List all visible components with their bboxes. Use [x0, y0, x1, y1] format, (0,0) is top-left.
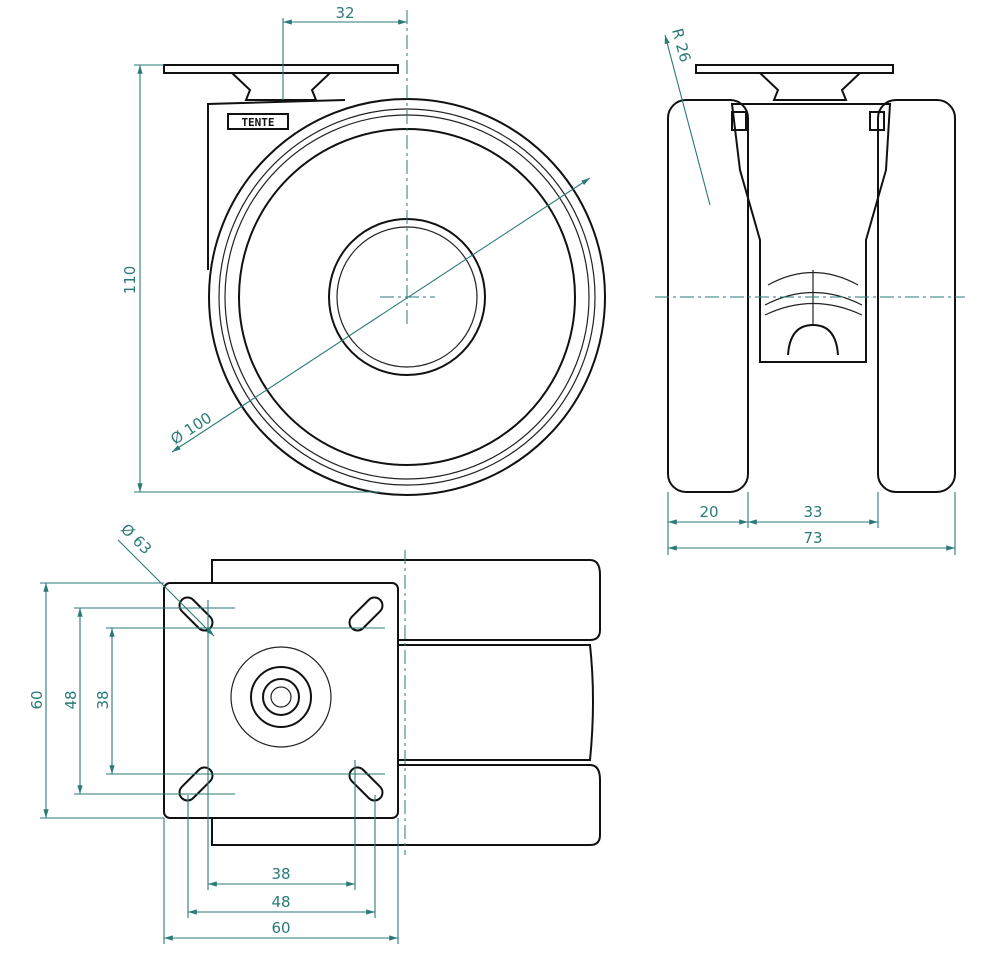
dim-32: 32 — [335, 4, 354, 22]
dim-48-vertical: 48 — [62, 690, 80, 709]
swivel-bore — [270, 686, 292, 708]
logo-badge — [227, 113, 289, 130]
fork-body — [398, 644, 594, 761]
front-view: TENTE 32 110 Ø 100 — [121, 4, 606, 496]
fork-bolt — [731, 111, 747, 131]
top-plate — [695, 64, 894, 74]
dim-60-vertical: 60 — [28, 690, 46, 709]
top-plate — [163, 64, 399, 74]
dim-48-horizontal: 48 — [271, 893, 290, 911]
dim-38-vertical: 38 — [94, 690, 112, 709]
dim-33: 33 — [803, 503, 822, 521]
left-wheel — [667, 99, 749, 493]
swivel-hub — [250, 666, 312, 728]
top-view: 60 48 38 38 48 60 Ø 63 — [28, 520, 601, 944]
dim-line — [664, 34, 711, 206]
swivel-bolt — [262, 678, 300, 716]
dim-20: 20 — [699, 503, 718, 521]
swivel-ring — [230, 646, 332, 748]
dim-line — [117, 539, 215, 637]
swivel-neck — [759, 72, 861, 101]
right-wheel — [877, 99, 956, 493]
dim-110: 110 — [121, 266, 139, 295]
slot-hole — [178, 766, 214, 802]
wheel-top — [211, 559, 601, 641]
dim-73: 73 — [803, 529, 822, 547]
dim-diameter-63: Ø 63 — [117, 520, 155, 558]
slot-hole — [348, 766, 384, 802]
dim-38-horizontal: 38 — [271, 865, 290, 883]
mounting-plate — [163, 582, 399, 819]
swivel-neck — [231, 72, 331, 101]
axle — [787, 323, 839, 356]
fork — [730, 103, 892, 363]
dim-line — [171, 177, 591, 453]
logo-text: TENTE — [241, 116, 274, 129]
dim-r26: R 26 — [668, 26, 694, 64]
dim-60-horizontal: 60 — [271, 919, 290, 937]
side-view: R 26 20 33 73 — [655, 26, 965, 555]
fork-bolt — [869, 111, 885, 131]
wheel-bottom — [211, 764, 601, 846]
